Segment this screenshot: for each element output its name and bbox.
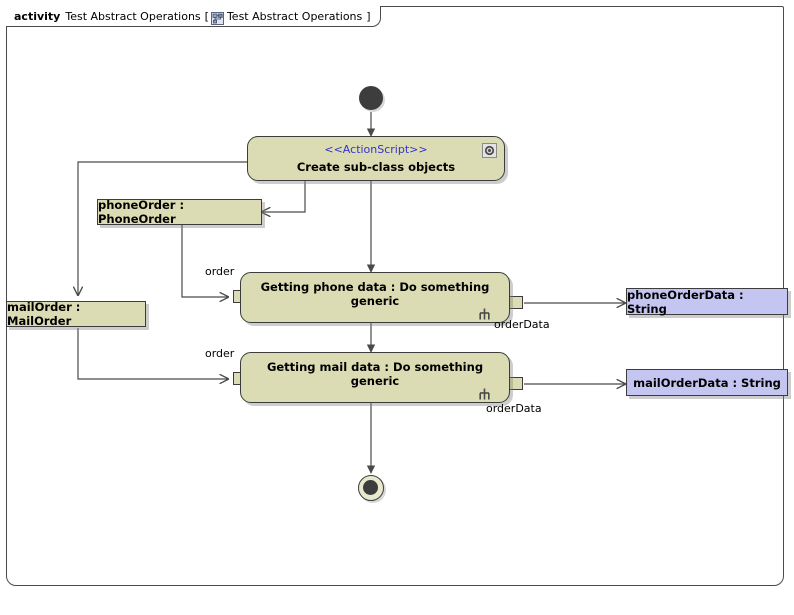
edge-label-order-data-mail: orderData (486, 402, 542, 415)
rake-icon (478, 305, 491, 320)
object-node-label: phoneOrder : PhoneOrder (98, 198, 185, 226)
object-node-label: phoneOrderData : String (627, 287, 744, 316)
action-label: Create sub-class objects (296, 160, 456, 174)
edge-label-order-mail: order (205, 347, 235, 360)
output-pin-mail[interactable] (508, 377, 523, 390)
action-label: Getting mail data : Do something generic (266, 360, 484, 388)
frame-header-tab: activity Test Abstract Operations [ Test… (6, 6, 381, 27)
rake-icon (478, 385, 491, 400)
object-node-mail-order[interactable]: mailOrder : MailOrder (6, 300, 146, 328)
output-pin-phone[interactable] (508, 296, 523, 309)
object-node-phone-order[interactable]: phoneOrder : PhoneOrder (97, 198, 262, 226)
object-node-label: mailOrder : MailOrder (7, 300, 81, 328)
action-label: Getting phone data : Do something generi… (260, 280, 490, 308)
frame-bracket-open: [ (204, 9, 209, 23)
edge-label-order-data-phone: orderData (494, 318, 550, 331)
activity-diagram-icon (210, 10, 224, 25)
frame-keyword: activity (14, 9, 61, 23)
initial-node[interactable] (359, 86, 383, 110)
action-stereotype: <<ActionScript>> (324, 143, 428, 156)
frame-bracket-close: ] (366, 9, 371, 23)
object-node-phone-order-data[interactable]: phoneOrderData : String (626, 287, 788, 316)
frame-name: Test Abstract Operations (65, 9, 201, 23)
edge-label-order-phone: order (205, 265, 235, 278)
final-node-core (363, 480, 379, 496)
action-getting-phone-data[interactable]: Getting phone data : Do something generi… (240, 272, 510, 323)
frame-inner-name: Test Abstract Operations (226, 9, 363, 23)
action-getting-mail-data[interactable]: Getting mail data : Do something generic (240, 352, 510, 403)
action-create-sub-class-objects[interactable]: <<ActionScript>> Create sub-class object… (247, 136, 505, 181)
object-node-mail-order-data[interactable]: mailOrderData : String (626, 369, 788, 396)
gear-icon[interactable] (482, 143, 497, 158)
activity-final-node[interactable] (358, 475, 384, 501)
object-node-label: mailOrderData : String (633, 375, 781, 390)
